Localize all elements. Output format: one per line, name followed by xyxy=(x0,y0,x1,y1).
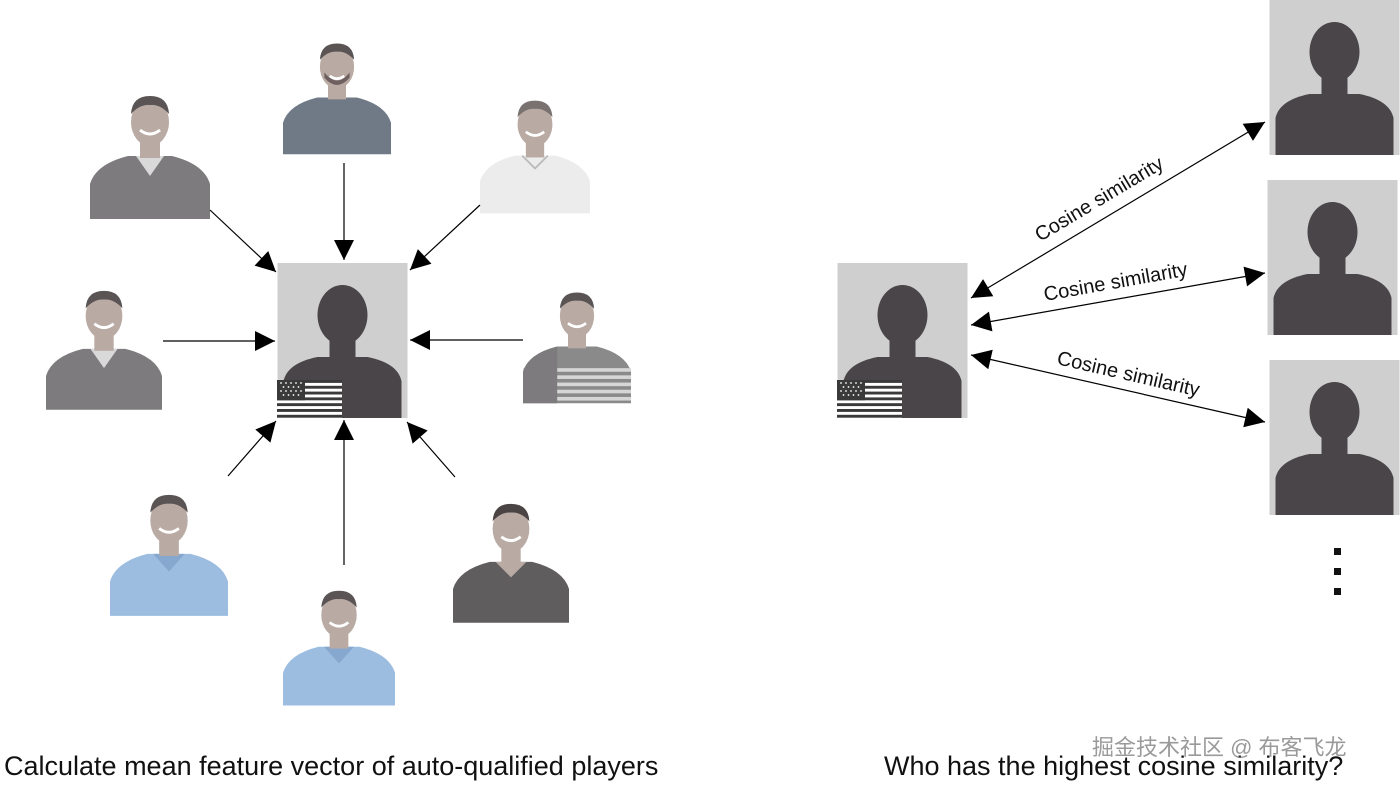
ellipsis-dot xyxy=(1334,588,1341,595)
arrow-from-top-right xyxy=(409,204,481,271)
arrow-from-bottom-right xyxy=(406,421,456,478)
player-photo-top-right xyxy=(480,99,590,215)
ellipsis-dot xyxy=(1334,548,1341,555)
arrow-from-top-left xyxy=(209,209,277,273)
candidate-silhouette-3 xyxy=(1269,360,1400,515)
left-caption: Calculate mean feature vector of auto-qu… xyxy=(4,751,659,781)
similarity-arrows xyxy=(970,121,1266,428)
edge-label-3: Cosine similarity xyxy=(1055,347,1202,401)
inbound-arrows xyxy=(163,163,523,565)
similarity-arrow-3 xyxy=(970,349,1266,428)
more-candidates-ellipsis xyxy=(1334,548,1342,608)
player-photo-right xyxy=(523,291,631,405)
similarity-arrow-2 xyxy=(970,266,1266,332)
player-photo-bottom-right xyxy=(453,502,569,625)
player-photo-bottom xyxy=(283,589,395,707)
us-flag-icon xyxy=(837,380,902,418)
watermark: 掘金技术社区 @ 布客飞龙 xyxy=(1092,735,1347,760)
edge-label-1: Cosine similarity xyxy=(1031,153,1167,247)
player-photo-top-left xyxy=(90,94,210,219)
us-flag-icon xyxy=(277,380,342,418)
candidate-silhouette-1 xyxy=(1269,0,1400,155)
arrow-from-bottom-left xyxy=(227,420,277,477)
player-photo-bottom-left xyxy=(110,493,228,617)
right-caption: Who has the highest cosine similarity? xyxy=(884,751,1344,781)
candidate-silhouette-2 xyxy=(1267,180,1398,335)
player-photo-left xyxy=(46,289,162,412)
player-photo-top xyxy=(283,42,391,156)
ellipsis-dot xyxy=(1334,568,1341,575)
